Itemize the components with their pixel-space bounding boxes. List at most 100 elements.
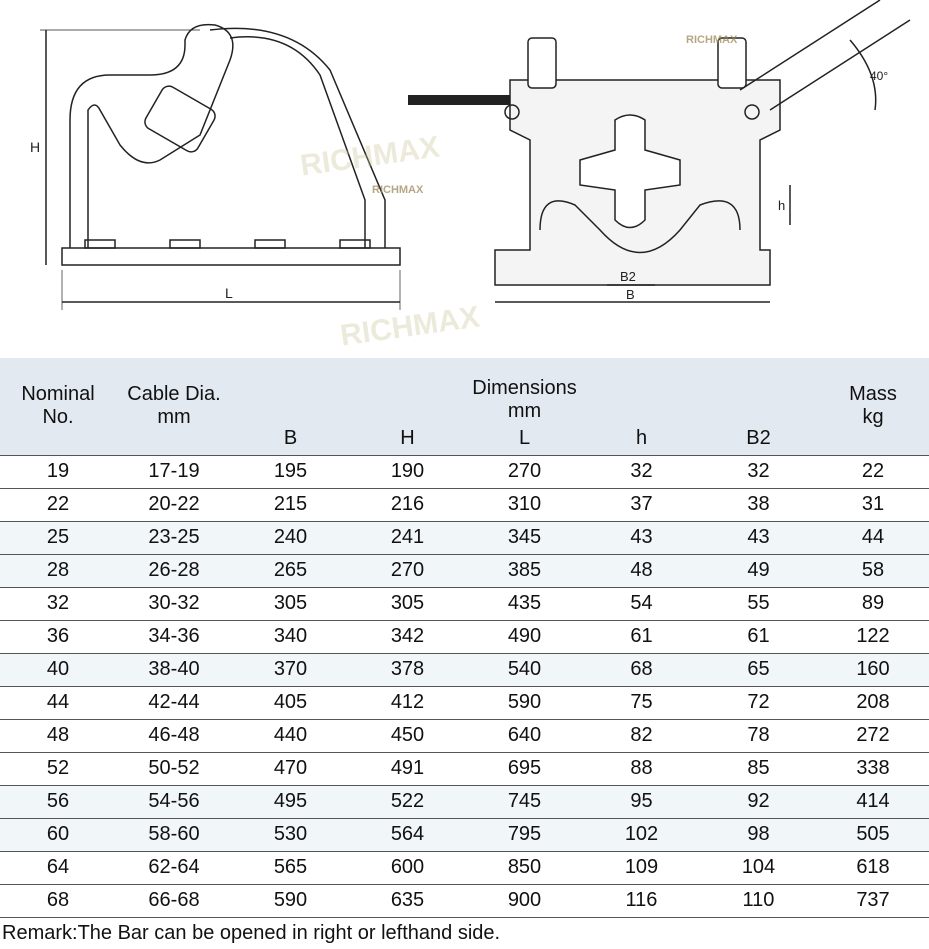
header-h: h [583,423,700,455]
label-L: L [225,285,233,301]
table-cell: 43 [583,520,700,554]
table-cell: 104 [700,850,817,884]
table-cell: 55 [700,586,817,620]
table-cell: 43 [700,520,817,554]
label-B: B [626,287,635,302]
table-cell: 590 [466,685,583,719]
table-cell: 405 [232,685,349,719]
table-cell: 31 [817,487,929,521]
table-cell: 110 [700,883,817,918]
table-cell: 490 [466,619,583,653]
table-cell: 565 [232,850,349,884]
label-h: h [778,198,785,213]
table-cell: 116 [583,883,700,918]
table-cell: 32 [700,454,817,488]
table-cell: 40 [0,652,116,686]
table-cell: 522 [349,784,466,818]
table-cell: 900 [466,883,583,918]
side-view: H L [30,23,401,310]
table-cell: 342 [349,619,466,653]
technical-drawing: H L 40° h B2 B [30,0,911,310]
table-cell: 68 [583,652,700,686]
table-cell: 635 [349,883,466,918]
table-cell: 36 [0,619,116,653]
header-nominal: Nominal No. [0,358,116,455]
table-cell: 695 [466,751,583,785]
table-cell: 68 [0,883,116,918]
table-cell: 564 [349,817,466,851]
table-cell: 109 [583,850,700,884]
table-cell: 30-32 [116,586,232,620]
table-cell: 618 [817,850,929,884]
table-cell: 89 [817,586,929,620]
table-cell: 62-64 [116,850,232,884]
table-cell: 795 [466,817,583,851]
table-cell: 216 [349,487,466,521]
table-cell: 54 [583,586,700,620]
table-cell: 20-22 [116,487,232,521]
table-cell: 270 [466,454,583,488]
table-cell: 61 [700,619,817,653]
table-cell: 102 [583,817,700,851]
table-cell: 34-36 [116,619,232,653]
header-H: H [349,423,466,455]
watermark: RICHMAX [686,34,738,46]
table-cell: 737 [817,883,929,918]
table-cell: 215 [232,487,349,521]
table-cell: 32 [0,586,116,620]
table-cell: 82 [583,718,700,752]
header-B: B [232,423,349,455]
watermark: RICHMAX [372,184,424,196]
table-cell: 58 [817,553,929,587]
table-cell: 590 [232,883,349,918]
table-cell: 495 [232,784,349,818]
remark-text: Remark:The Bar can be opened in right or… [2,922,501,944]
front-view: 40° h B2 B [408,0,911,303]
table-cell: 92 [700,784,817,818]
table-cell: 470 [232,751,349,785]
table-cell: 305 [232,586,349,620]
table-cell: 240 [232,520,349,554]
table-cell: 450 [349,718,466,752]
table-cell: 46-48 [116,718,232,752]
table-cell: 22 [817,454,929,488]
table-cell: 75 [583,685,700,719]
table-cell: 64 [0,850,116,884]
table-cell: 28 [0,553,116,587]
table-cell: 440 [232,718,349,752]
table-cell: 265 [232,553,349,587]
table-cell: 745 [466,784,583,818]
dimensions-table: Nominal No. Cable Dia. mm Dimensions mm … [0,358,929,918]
table-cell: 600 [349,850,466,884]
table-cell: 44 [0,685,116,719]
table-cell: 22 [0,487,116,521]
table-cell: 241 [349,520,466,554]
table-cell: 95 [583,784,700,818]
table-cell: 60 [0,817,116,851]
table-cell: 378 [349,652,466,686]
header-B2: B2 [700,423,817,455]
label-H: H [30,139,40,155]
table-cell: 58-60 [116,817,232,851]
table-cell: 412 [349,685,466,719]
table-cell: 25 [0,520,116,554]
table-cell: 98 [700,817,817,851]
table-cell: 42-44 [116,685,232,719]
table-cell: 48 [0,718,116,752]
table-cell: 78 [700,718,817,752]
header-mass: Mass kg [817,358,929,455]
table-cell: 208 [817,685,929,719]
table-cell: 88 [583,751,700,785]
table-cell: 38-40 [116,652,232,686]
